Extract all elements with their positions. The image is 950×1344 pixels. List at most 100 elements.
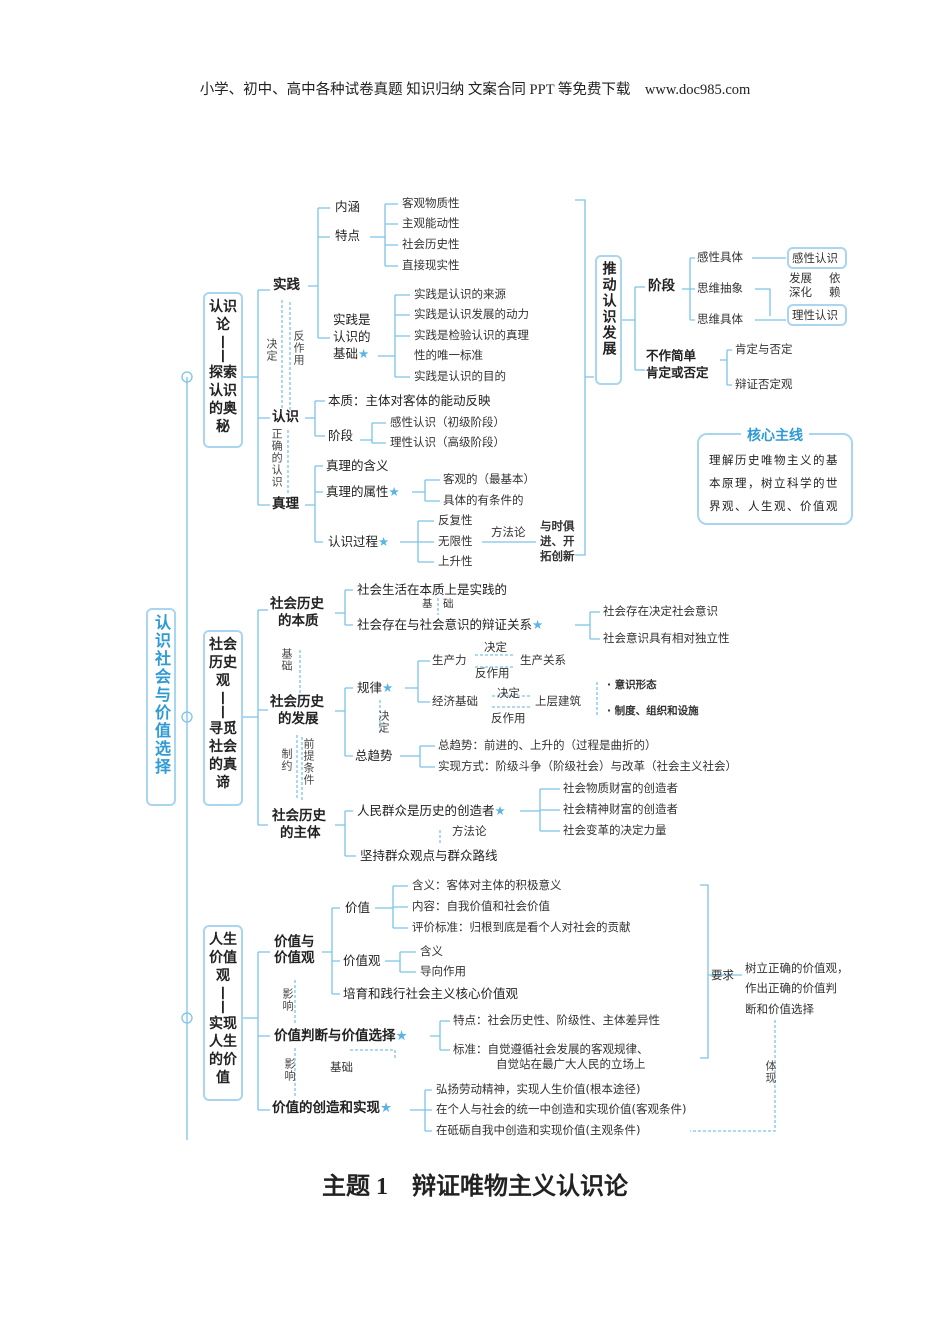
creator-item: 社会精神财富的创造者 bbox=[563, 802, 678, 816]
value-item: 含义：客体对主体的积极意义 bbox=[412, 878, 562, 892]
innovate-text: 拓创新 bbox=[540, 549, 575, 563]
rational-box: 理性认识 bbox=[787, 304, 847, 326]
core-line: 理解历史唯物主义的基 bbox=[709, 453, 839, 467]
label-develop: 深化 bbox=[789, 285, 812, 299]
history-box: 社会历史观——寻觅社会的真谛 bbox=[203, 630, 243, 806]
label-methodology: 方法论 bbox=[452, 824, 487, 838]
step-item: 思维具体 bbox=[697, 312, 743, 326]
box-line: —— bbox=[215, 986, 231, 1014]
box-line: 社会 bbox=[209, 739, 237, 755]
trait-item: 客观物质性 bbox=[402, 196, 460, 210]
label-decides: 决定 bbox=[497, 686, 520, 700]
perceptual-box: 感性认识 bbox=[787, 247, 847, 269]
label-require: 要求 bbox=[711, 968, 734, 982]
epistemology-box: 认识论——探索认识的奥秘 bbox=[203, 292, 243, 448]
masses-creators: 人民群众是历史的创造者 bbox=[357, 803, 495, 818]
core-title: 核心主线 bbox=[741, 428, 809, 444]
basis-item: 性的唯一标准 bbox=[414, 348, 483, 362]
label-develop: 发展 bbox=[789, 271, 812, 285]
trend-item: 总趋势：前进的、上升的（过程是曲折的） bbox=[438, 738, 657, 752]
label-reacts: 反作用 bbox=[475, 666, 510, 680]
process-item: 反复性 bbox=[438, 513, 473, 527]
box-line: 谛 bbox=[216, 775, 230, 791]
box-line: 的真 bbox=[209, 757, 237, 773]
judge-item: 特点：社会历史性、阶级性、主体差异性 bbox=[453, 1013, 660, 1027]
box-line: 观 bbox=[216, 673, 230, 689]
label-reacts: 反作用 bbox=[491, 711, 526, 725]
label-influence: 影响 bbox=[281, 988, 294, 1012]
step-item: 感性具体 bbox=[697, 250, 743, 264]
trend-item: 实现方式：阶级斗争（阶级社会）与改革（社会主义社会） bbox=[438, 759, 737, 773]
node-value: 价值 bbox=[345, 900, 371, 915]
node-development: 社会历史 bbox=[270, 694, 324, 710]
label-reacts: 反作用 bbox=[292, 330, 305, 366]
core-line: 本原理，树立科学的世 bbox=[709, 476, 839, 490]
node-traits: 特点 bbox=[335, 228, 361, 243]
box-line: 的价 bbox=[209, 1052, 237, 1068]
creator-item: 社会物质财富的创造者 bbox=[563, 781, 678, 795]
label-decides: 决定 bbox=[265, 338, 278, 362]
judge-item: 标准：自觉遵循社会发展的客观规律、 bbox=[453, 1042, 649, 1056]
process-item: 上升性 bbox=[438, 554, 473, 568]
box-line: 探索 bbox=[209, 365, 237, 381]
essence-practice: 社会生活在本质上是实践的 bbox=[357, 582, 508, 597]
root-topic-box: 认识社会与价值选择 bbox=[146, 608, 176, 806]
star-icon: ★ bbox=[382, 680, 394, 695]
life-value-box: 人生价值观——实现人生的价值 bbox=[203, 925, 243, 1101]
rational-label: 理性认识 bbox=[792, 308, 838, 322]
trait-item: 主观能动性 bbox=[402, 216, 460, 230]
box-line: 社会 bbox=[209, 637, 237, 653]
promote-label: 推动认识发展 bbox=[600, 261, 617, 357]
create-item: 弘扬劳动精神，实现人生价值(根本途径) bbox=[436, 1082, 641, 1096]
box-line: 认识 bbox=[209, 383, 237, 399]
dialectic-relation: 社会存在与社会意识的辩证关系 bbox=[357, 617, 533, 632]
label-restrict: 制约 bbox=[280, 748, 293, 772]
relation-item: 社会意识具有相对独立性 bbox=[603, 631, 730, 645]
super-item: · 意识形态 bbox=[607, 679, 657, 691]
box-line: 秘 bbox=[216, 419, 230, 435]
value-item: 评价标准：归根到底是看个人对社会的贡献 bbox=[412, 920, 631, 934]
node-subject: 社会历史 bbox=[272, 808, 326, 824]
super-item: · 制度、组织和设施 bbox=[607, 705, 699, 717]
page-header: 小学、初中、高中各种试卷真题 知识归纳 文案合同 PPT 等免费下载 www.d… bbox=[199, 82, 751, 98]
node-no-simple: 肯定或否定 bbox=[646, 365, 709, 380]
label-influence: 影响 bbox=[283, 1058, 296, 1082]
label-basis: 基础 bbox=[330, 1060, 353, 1074]
label-embody: 体现 bbox=[764, 1060, 777, 1084]
box-line: 论 bbox=[216, 317, 230, 333]
box-line: 认识 bbox=[209, 299, 237, 315]
node-essence: 社会历史 bbox=[270, 596, 324, 612]
create-item: 在个人与社会的统一中创造和实现价值(客观条件) bbox=[436, 1102, 687, 1116]
node-value-and-view: 价值与 bbox=[274, 934, 315, 950]
node-essence: 本质：主体对客体的能动反映 bbox=[328, 393, 491, 408]
box-line: 历史 bbox=[209, 655, 237, 671]
label-decides: 决定 bbox=[484, 640, 507, 654]
stage-item: 理性认识（高级阶段） bbox=[390, 435, 505, 449]
star-icon: ★ bbox=[494, 803, 506, 818]
basis-item: 实践是认识的来源 bbox=[414, 287, 506, 301]
innovate-text: 与时俱 bbox=[540, 519, 575, 533]
box-line: 实现 bbox=[209, 1016, 237, 1032]
core-box: 核心主线 理解历史唯物主义的基 本原理，树立科学的世 界观、人生观、价值观 bbox=[697, 428, 853, 525]
node-creation: 价值的创造和实现 bbox=[272, 1100, 380, 1116]
star-icon: ★ bbox=[532, 617, 544, 632]
node-no-simple: 不作简单 bbox=[646, 348, 697, 363]
attr-item: 客观的（最基本） bbox=[443, 472, 535, 486]
neg-item: 辩证否定观 bbox=[735, 377, 793, 391]
star-icon: ★ bbox=[380, 1100, 393, 1116]
label-precondition: 前提条件 bbox=[302, 738, 315, 786]
relations-of-production: 生产关系 bbox=[520, 653, 566, 667]
superstructure: 上层建筑 bbox=[535, 694, 581, 708]
label-basis: 基 础 bbox=[422, 598, 454, 610]
core-line: 界观、人生观、价值观 bbox=[709, 499, 839, 513]
star-icon: ★ bbox=[358, 346, 370, 361]
goal-line: 断和价值选择 bbox=[745, 1002, 814, 1016]
view-item: 含义 bbox=[420, 944, 443, 958]
node-value-and-view: 价值观 bbox=[274, 950, 315, 966]
node-core-values: 培育和践行社会主义核心价值观 bbox=[343, 986, 519, 1001]
basis-item: 实践是检验认识的真理 bbox=[414, 328, 529, 342]
mass-line: 坚持群众观点与群众路线 bbox=[360, 848, 498, 863]
create-item: 在砥砺自我中创造和实现价值(主观条件) bbox=[436, 1123, 641, 1137]
box-line: 价值 bbox=[209, 950, 237, 966]
